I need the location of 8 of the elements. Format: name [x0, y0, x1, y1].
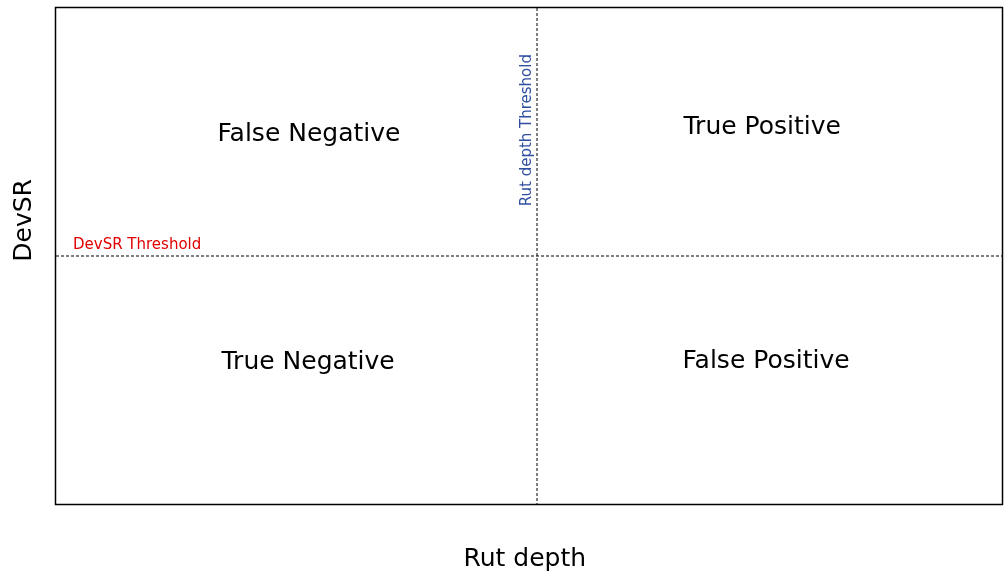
axis-title: Rut depth	[463, 544, 587, 570]
quadrant-label: False Positive	[682, 346, 850, 372]
threshold-label: DevSR Threshold	[73, 236, 202, 252]
quadrant-label: False Negative	[217, 119, 401, 145]
threshold-label: Rut depth Threshold	[518, 54, 534, 207]
quadrant-label: True Positive	[683, 112, 841, 138]
axis-title: DevSR	[9, 178, 35, 262]
quadrant-label: True Negative	[221, 347, 395, 373]
